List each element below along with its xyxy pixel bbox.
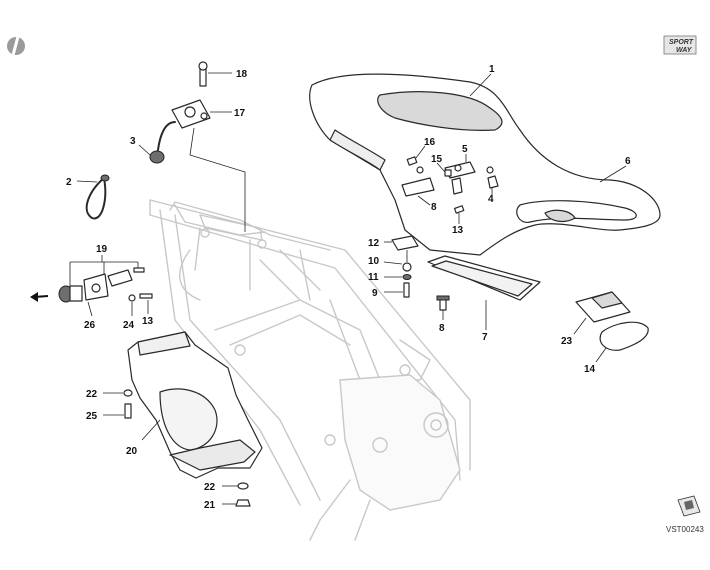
foam-pad-14[interactable]: 14: [584, 321, 649, 375]
callout-5: 5: [462, 144, 468, 155]
callout-4: 4: [488, 194, 494, 205]
callout-14: 14: [584, 364, 596, 375]
callout-8b: 8: [439, 323, 445, 334]
callout-3: 3: [130, 136, 136, 147]
under-tray-20[interactable]: 20: [126, 331, 263, 479]
callout-16: 16: [424, 137, 436, 148]
callout-13b: 13: [142, 316, 154, 327]
callout-15: 15: [431, 154, 443, 165]
callout-11: 11: [368, 272, 379, 283]
callout-18: 18: [236, 69, 248, 80]
callout-22a: 22: [86, 389, 98, 400]
binder-mark-icon: [7, 36, 25, 55]
callout-26: 26: [84, 320, 96, 331]
document-holder-assembly[interactable]: 12 10 11 9 7 8: [368, 235, 541, 343]
sport-way-badge: SPORT WAY: [663, 35, 697, 55]
callout-7: 7: [482, 332, 488, 343]
callout-9: 9: [372, 288, 378, 299]
callout-1: 1: [489, 64, 495, 75]
callout-6: 6: [625, 156, 631, 167]
sport-badge-line2: WAY: [676, 47, 693, 54]
callout-13a: 13: [452, 225, 464, 236]
release-cable-2[interactable]: 2: [66, 174, 110, 220]
seat-cowl-6[interactable]: 6: [599, 156, 631, 183]
seat-pad-23[interactable]: 23: [561, 291, 631, 347]
seat-hardware[interactable]: 16 5 15 8 4 13: [401, 137, 499, 236]
callout-2: 2: [66, 177, 72, 188]
callout-20: 20: [126, 446, 138, 457]
drawing-code: VST00243: [666, 525, 704, 534]
callout-12: 12: [368, 238, 380, 249]
callout-23: 23: [561, 336, 573, 347]
callout-17: 17: [234, 108, 246, 119]
seat-lock-assembly[interactable]: 18 17 3: [130, 61, 248, 232]
callout-24: 24: [123, 320, 135, 331]
tray-fasteners[interactable]: 22 25 22 21: [86, 389, 251, 511]
callout-8a: 8: [431, 202, 437, 213]
sport-badge-line1: SPORT: [669, 39, 694, 46]
callout-21: 21: [204, 500, 216, 511]
callout-25: 25: [86, 411, 98, 422]
catalogue-reference-icon: [677, 495, 701, 517]
direction-arrow-icon: [30, 292, 49, 302]
frame-ghost-outline: [149, 199, 471, 541]
seat-assembly[interactable]: 1: [309, 64, 661, 256]
lock-cylinder-assembly[interactable]: 19 26 24 13: [30, 244, 154, 331]
callout-10: 10: [368, 256, 380, 267]
callout-22b: 22: [204, 482, 216, 493]
callout-19: 19: [96, 244, 108, 255]
